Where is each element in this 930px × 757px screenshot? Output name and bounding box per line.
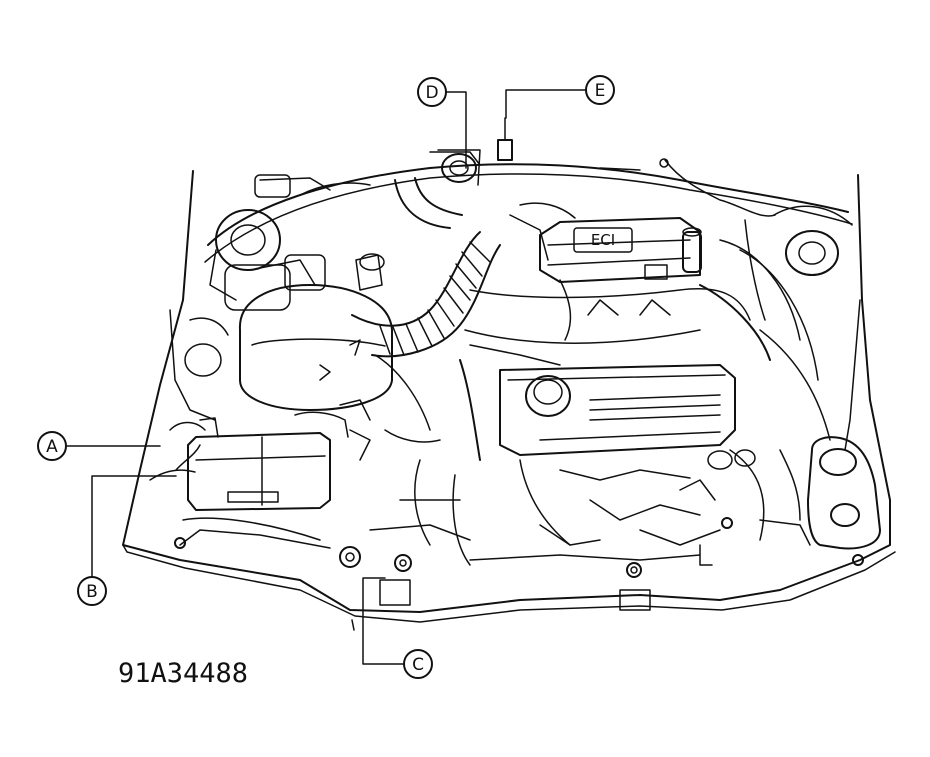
callout-e: E xyxy=(585,75,615,105)
lower-engine xyxy=(349,354,765,566)
callout-d: D xyxy=(417,77,447,107)
leader-d xyxy=(445,91,467,169)
callout-c: C xyxy=(403,649,433,679)
component-d-grommet xyxy=(437,149,481,186)
leader-b xyxy=(91,475,177,579)
wiring-harness xyxy=(149,158,776,481)
callout-e-circle xyxy=(585,75,615,105)
callout-b-circle xyxy=(77,576,107,606)
eci-badge-text: ECI xyxy=(591,231,615,249)
callout-leaders xyxy=(66,89,587,665)
engine-block xyxy=(464,239,831,441)
vehicle-body-outline xyxy=(122,170,896,623)
callout-b-label: B xyxy=(86,582,98,602)
leader-e xyxy=(505,89,587,119)
mounting-bolts xyxy=(174,517,864,631)
upper-pipes xyxy=(254,174,576,261)
component-e-connector xyxy=(497,117,513,161)
intake-hose xyxy=(351,231,501,358)
air-cleaner xyxy=(224,253,393,411)
callout-c-label: C xyxy=(412,655,424,675)
firewall-cowl xyxy=(204,151,853,263)
callout-c-circle xyxy=(403,649,433,679)
callout-d-label: D xyxy=(425,83,438,103)
right-strut-tower xyxy=(773,205,853,276)
callout-e-label: E xyxy=(595,81,606,101)
battery xyxy=(182,399,371,541)
figure-id: 91A34488 xyxy=(118,658,248,689)
callout-b: B xyxy=(77,576,107,606)
callout-a: A xyxy=(37,431,67,461)
left-strut-tower xyxy=(209,209,281,301)
coolant-reservoir xyxy=(759,436,881,550)
eci-plenum: ECI xyxy=(539,217,702,283)
rocker-cover xyxy=(499,364,736,456)
leader-c xyxy=(362,577,405,665)
left-inner-fender xyxy=(169,317,229,471)
callout-a-label: A xyxy=(46,437,58,457)
callout-a-circle xyxy=(37,431,67,461)
callout-d-circle xyxy=(417,77,447,107)
